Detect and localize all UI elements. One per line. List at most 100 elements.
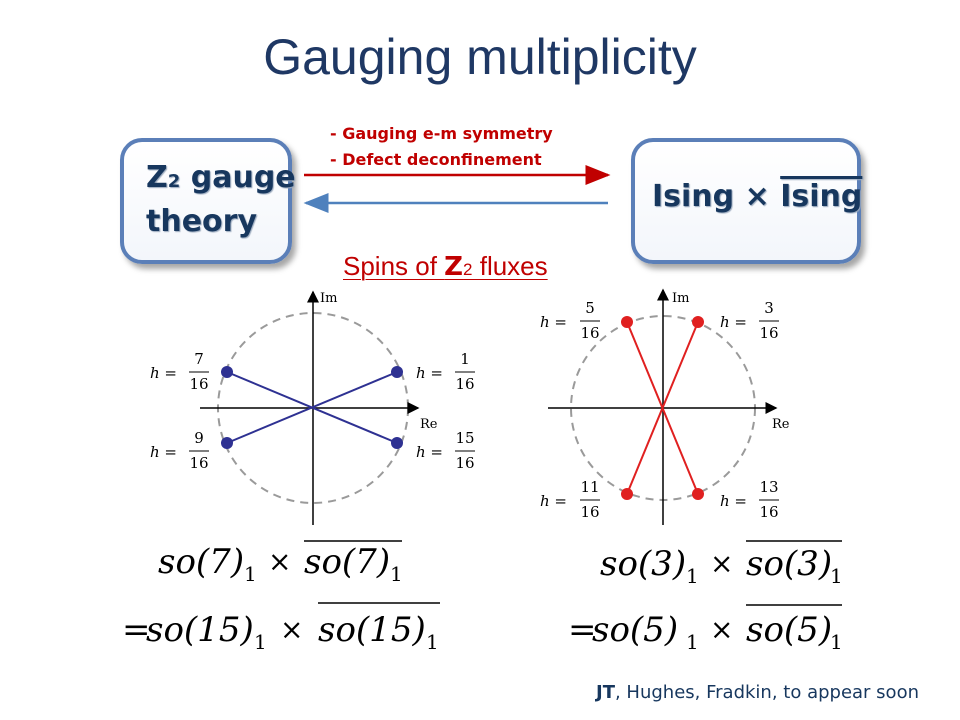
citation: JT, Hughes, Fradkin, to appear soon bbox=[596, 682, 919, 703]
right-re-label: Re bbox=[772, 417, 790, 432]
left-point-9-16 bbox=[221, 437, 233, 449]
term-a: so(7) bbox=[158, 542, 244, 582]
term-a-sub: 1 bbox=[686, 564, 699, 588]
h-eq: h = bbox=[416, 364, 443, 382]
term-a: so(15) bbox=[146, 610, 254, 650]
z2-gauge-theory-label: Z2 gauge theory bbox=[146, 158, 296, 242]
term-a: so(5) bbox=[592, 610, 678, 650]
h-eq: h = bbox=[720, 492, 747, 510]
theory-word: theory bbox=[146, 204, 258, 239]
term-a-sub: 1 bbox=[254, 630, 267, 654]
times: × bbox=[710, 613, 733, 646]
ising-right-conjugate: Ising bbox=[780, 179, 863, 214]
denominator: 16 bbox=[580, 324, 599, 342]
h-eq: h = bbox=[540, 313, 567, 331]
term-b-sub: 1 bbox=[426, 630, 439, 654]
numerator: 13 bbox=[759, 478, 778, 496]
left-point-15-16 bbox=[391, 437, 403, 449]
gauge-word: gauge bbox=[180, 160, 296, 195]
equals: = bbox=[568, 610, 597, 650]
ising-left: Ising bbox=[652, 179, 735, 214]
right-im-label: Im bbox=[672, 291, 689, 306]
left-point-1-16 bbox=[391, 366, 403, 378]
right-label-13-16: h = 13 16 bbox=[720, 478, 779, 521]
term-b: so(3) bbox=[746, 544, 832, 584]
term-a: so(3) bbox=[600, 544, 686, 584]
subheading-pre: Spins of bbox=[343, 251, 445, 281]
numerator: 5 bbox=[585, 299, 595, 317]
denominator: 16 bbox=[759, 503, 778, 521]
equals: = bbox=[122, 610, 151, 650]
subscript-2: 2 bbox=[167, 171, 181, 192]
formula-left: so(7) 1 × so(7) 1 = so(15) 1 × so(15) 1 bbox=[122, 540, 440, 654]
term-b-sub: 1 bbox=[390, 562, 403, 586]
left-point-7-16 bbox=[221, 366, 233, 378]
right-complex-plane: Im Re h = 5 16 h = 3 16 h = 11 16 h = 13 bbox=[540, 288, 790, 525]
times: × bbox=[268, 545, 291, 578]
right-line-b bbox=[626, 321, 699, 495]
formula-right-line1: so(3) 1 × so(3) 1 bbox=[600, 540, 843, 588]
left-label-1-16: h = 1 16 bbox=[416, 350, 475, 393]
term-b-sub: 1 bbox=[830, 564, 843, 588]
numerator: 1 bbox=[460, 350, 470, 368]
left-label-9-16: h = 9 16 bbox=[150, 429, 209, 472]
note-gauging: - Gauging e-m symmetry bbox=[330, 124, 553, 143]
slide-title: Gauging multiplicity bbox=[263, 29, 697, 85]
arrow-notes: - Gauging e-m symmetry - Defect deconfin… bbox=[330, 121, 553, 173]
term-b-sub: 1 bbox=[830, 630, 843, 654]
spins-subheading: Spins of Z2 fluxes bbox=[343, 251, 548, 282]
left-im-label: Im bbox=[320, 291, 337, 306]
z-symbol: Z bbox=[146, 160, 168, 195]
denominator: 16 bbox=[580, 503, 599, 521]
numerator: 3 bbox=[764, 299, 774, 317]
citation-rest: , Hughes, Fradkin, to appear soon bbox=[614, 682, 919, 703]
denominator: 16 bbox=[189, 454, 208, 472]
right-point-3-16 bbox=[692, 316, 704, 328]
ising-times-ising-label: Ising × Ising bbox=[652, 177, 862, 217]
left-line-b bbox=[226, 371, 398, 444]
right-label-5-16: h = 5 16 bbox=[540, 299, 600, 342]
times: × bbox=[710, 547, 733, 580]
term-a-sub: 1 bbox=[686, 630, 699, 654]
note-defect: - Defect deconfinement bbox=[330, 150, 542, 169]
numerator: 9 bbox=[194, 429, 204, 447]
formula-left-line1: so(7) 1 × so(7) 1 bbox=[158, 540, 403, 586]
left-complex-plane: Im Re h = 7 16 h = 1 16 h = 9 16 h = 1 bbox=[150, 290, 475, 525]
denominator: 16 bbox=[759, 324, 778, 342]
term-b: so(7) bbox=[304, 542, 390, 582]
h-eq: h = bbox=[720, 313, 747, 331]
citation-author-jt: JT bbox=[596, 682, 615, 703]
term-b: so(15) bbox=[318, 610, 426, 650]
ising-times-ising-box bbox=[631, 138, 861, 264]
left-re-label: Re bbox=[420, 417, 438, 432]
right-label-11-16: h = 11 16 bbox=[540, 478, 600, 521]
numerator: 11 bbox=[580, 478, 599, 496]
right-point-13-16 bbox=[692, 488, 704, 500]
numerator: 15 bbox=[455, 429, 474, 447]
h-eq: h = bbox=[416, 443, 443, 461]
term-a-sub: 1 bbox=[244, 562, 257, 586]
right-point-11-16 bbox=[621, 488, 633, 500]
h-eq: h = bbox=[150, 443, 177, 461]
subheading-post: fluxes bbox=[472, 251, 548, 281]
left-label-15-16: h = 15 16 bbox=[416, 429, 475, 472]
formula-right: so(3) 1 × so(3) 1 = so(5) 1 × so(5) 1 bbox=[568, 540, 843, 654]
formula-right-line2: = so(5) 1 × so(5) 1 bbox=[568, 604, 843, 654]
numerator: 7 bbox=[194, 350, 204, 368]
term-b: so(5) bbox=[746, 610, 832, 650]
denominator: 16 bbox=[455, 375, 474, 393]
h-eq: h = bbox=[150, 364, 177, 382]
times-symbol: × bbox=[744, 179, 770, 214]
denominator: 16 bbox=[189, 375, 208, 393]
subheading-z: Z bbox=[444, 252, 464, 282]
subheading-sub: 2 bbox=[463, 260, 473, 279]
z2-gauge-theory-box bbox=[120, 138, 292, 264]
h-eq: h = bbox=[540, 492, 567, 510]
left-label-7-16: h = 7 16 bbox=[150, 350, 209, 393]
denominator: 16 bbox=[455, 454, 474, 472]
times: × bbox=[280, 613, 303, 646]
formula-left-line2: = so(15) 1 × so(15) 1 bbox=[122, 602, 440, 654]
right-label-3-16: h = 3 16 bbox=[720, 299, 779, 342]
right-point-5-16 bbox=[621, 316, 633, 328]
